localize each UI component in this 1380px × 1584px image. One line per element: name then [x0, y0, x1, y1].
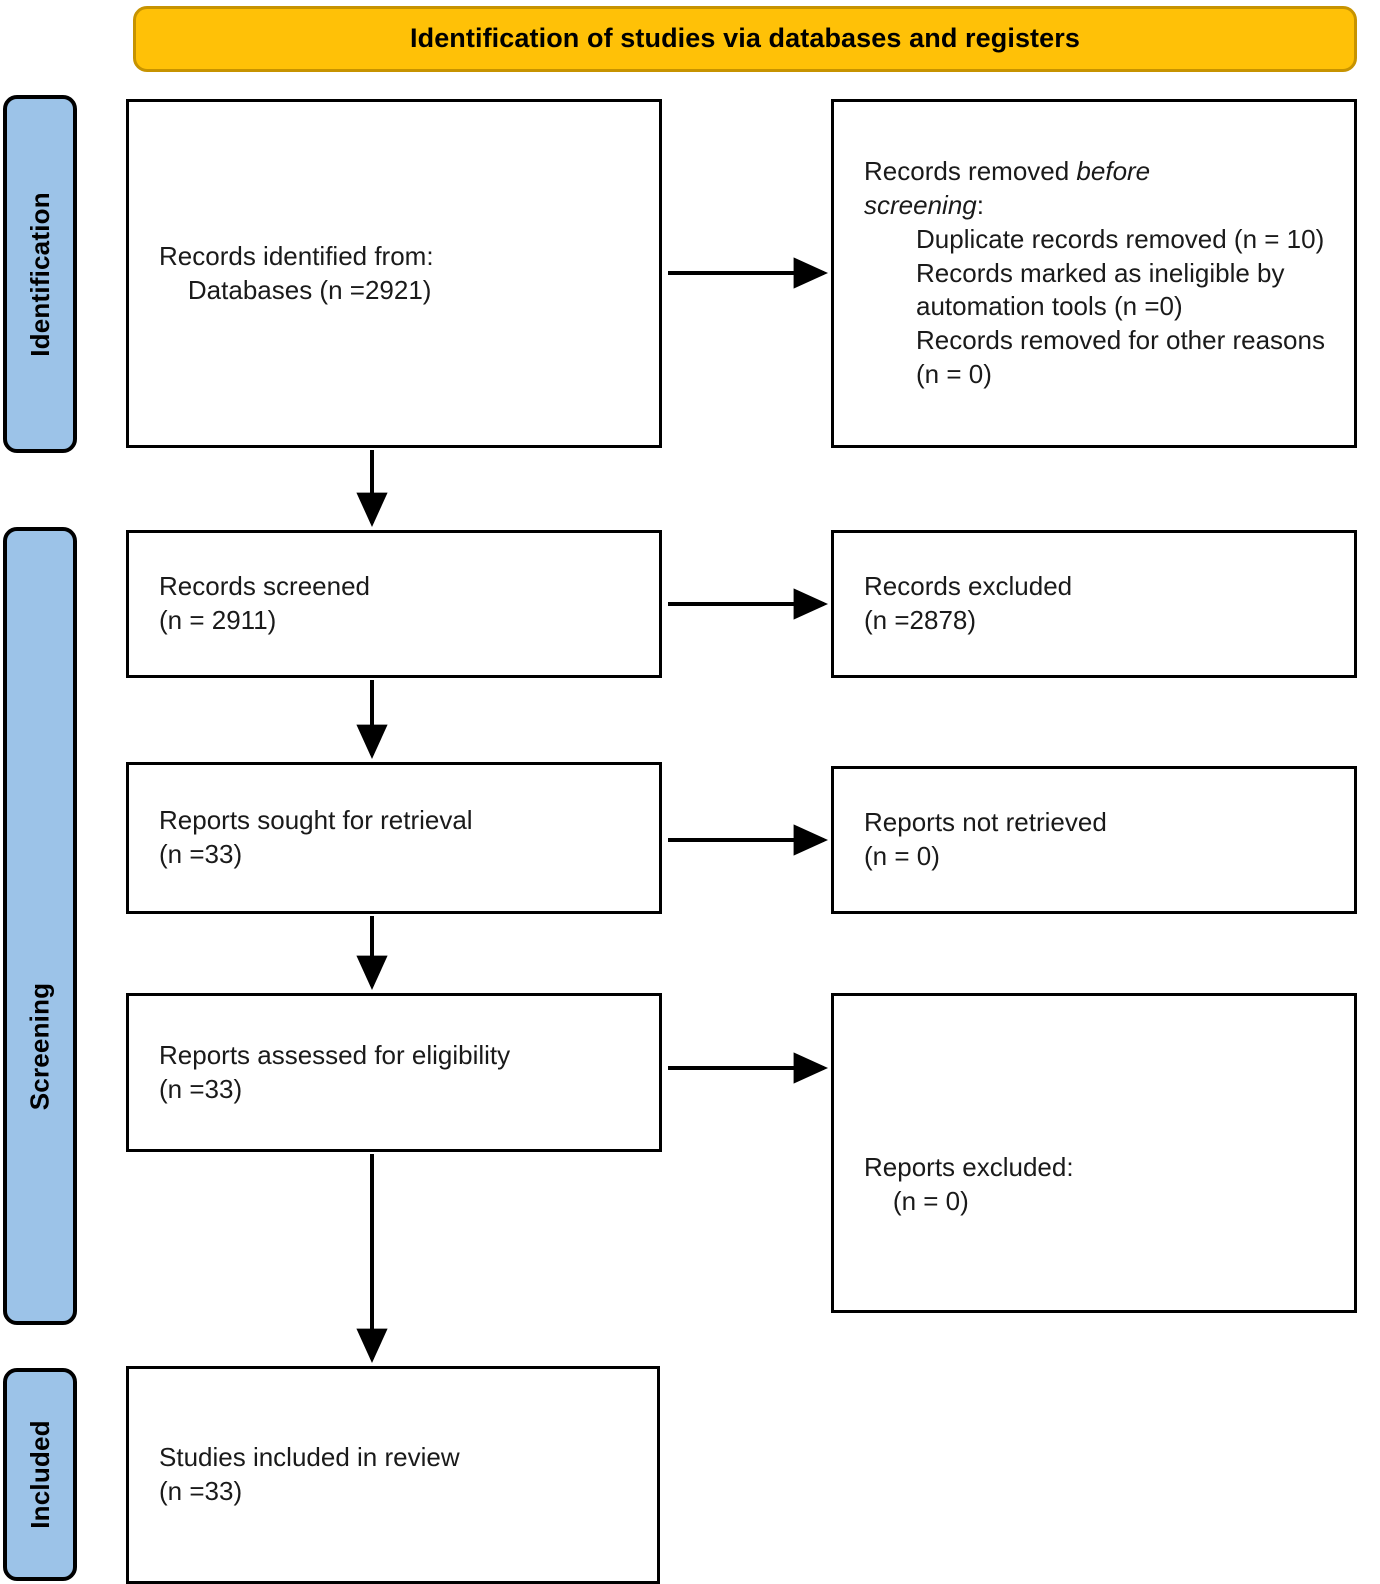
box-reports-assessed-text: Reports assessed for eligibility (n =33)	[159, 1039, 511, 1104]
box-records-screened-text: Records screened (n = 2911)	[159, 571, 370, 635]
box-records-removed-before-screening: Records removed before screening:Duplicat…	[831, 99, 1357, 448]
diagram-title-banner: Identification of studies via databases …	[133, 6, 1357, 72]
stage-tab-screening: Screening	[3, 527, 77, 1325]
box-reports-not-retrieved: Reports not retrieved (n = 0)	[831, 766, 1357, 914]
box-records-excluded: Records excluded (n =2878)	[831, 530, 1357, 678]
box-reports-excluded: Reports excluded: (n = 0)	[831, 993, 1357, 1313]
box-reports-excluded-text: Reports excluded: (n = 0)	[864, 1152, 1074, 1216]
box-records-excluded-text: Records excluded (n =2878)	[864, 571, 1073, 635]
removed-item-duplicate: Duplicate records removed (n = 10)	[916, 223, 1325, 254]
removed-item-automation: Records marked as ineligible by automati…	[916, 257, 1292, 322]
box-records-identified-text: Records identified from: Databases (n =2…	[159, 240, 434, 305]
box-reports-sought-for-retrieval: Reports sought for retrieval (n =33)	[126, 762, 662, 914]
stage-tab-identification: Identification	[3, 95, 77, 453]
box-records-removed-text: Records removed before screening:Duplicat…	[834, 155, 1354, 392]
stage-label-included: Included	[24, 1420, 55, 1529]
stage-label-screening: Screening	[24, 982, 55, 1110]
box-studies-included-in-review: Studies included in review (n =33)	[126, 1366, 660, 1584]
box-records-screened: Records screened (n = 2911)	[126, 530, 662, 678]
page-title: Identification of studies via databases …	[410, 23, 1080, 54]
removed-item-other: Records removed for other reasons (n = 0…	[916, 325, 1333, 389]
removed-heading-italic-before: before	[1076, 156, 1151, 187]
box-records-identified: Records identified from: Databases (n =2…	[126, 99, 662, 448]
box-reports-assessed-for-eligibility: Reports assessed for eligibility (n =33)	[126, 993, 662, 1152]
box-reports-not-retrieved-text: Reports not retrieved (n = 0)	[864, 807, 1107, 871]
box-reports-sought-text: Reports sought for retrieval (n =33)	[159, 805, 473, 869]
stage-tab-included: Included	[3, 1368, 77, 1581]
removed-heading-plain: Records removed	[864, 156, 1077, 187]
removed-heading-colon: :	[976, 190, 984, 220]
stage-label-identification: Identification	[24, 191, 55, 357]
removed-heading-italic-screening: screening	[864, 190, 977, 220]
box-studies-included-text: Studies included in review (n =33)	[159, 1442, 460, 1506]
